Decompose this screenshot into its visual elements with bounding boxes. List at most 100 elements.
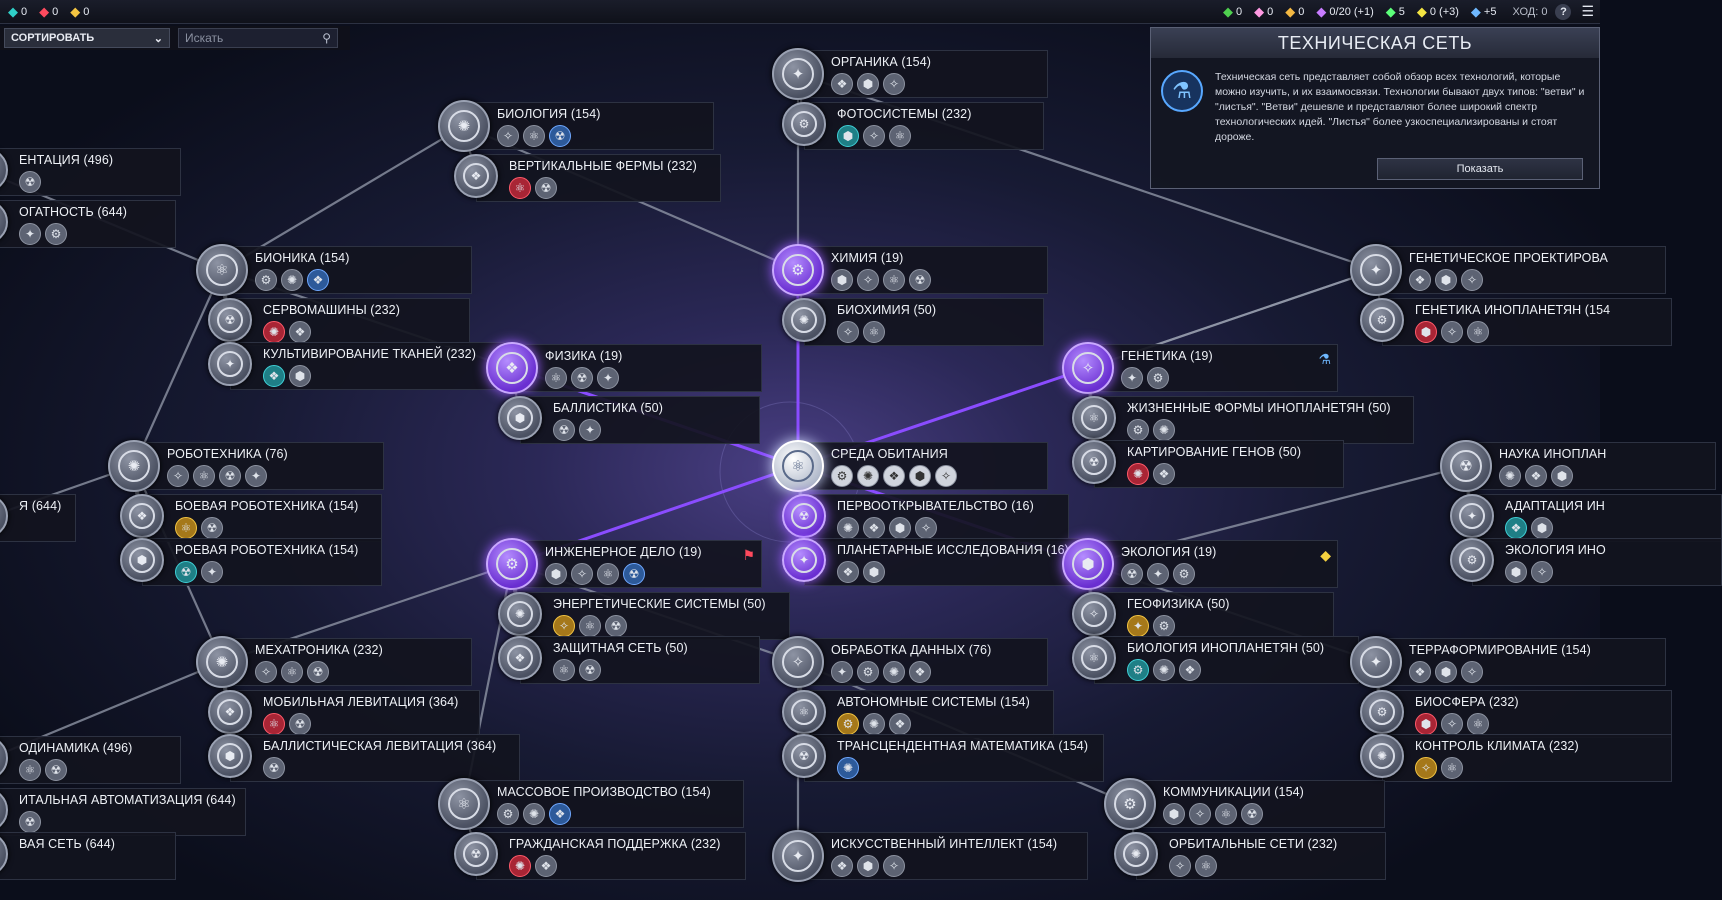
culture-counter[interactable]: ◆0 (39, 4, 58, 20)
tech-unlock-icon[interactable]: ⚛ (1215, 803, 1237, 825)
tech-node-bar[interactable]: МАССОВОЕ ПРОИЗВОДСТВО (154)⚙✺❖ (464, 780, 744, 828)
energy-counter[interactable]: ◆0 (8, 4, 27, 20)
tech-node-emblem-icon[interactable]: ✦ (782, 538, 826, 582)
tech-node-emblem-icon[interactable]: ✺ (438, 100, 490, 152)
tech-unlock-icon[interactable]: ⚙ (1153, 615, 1175, 637)
tech-node-emblem-icon[interactable]: ☢ (208, 298, 252, 342)
tech-unlock-icon[interactable]: ✦ (1147, 563, 1169, 585)
tech-unlock-icon[interactable]: ✧ (497, 125, 519, 147)
tech-node-emblem-icon[interactable]: ❖ (486, 342, 538, 394)
tech-unlock-icon[interactable]: ❖ (831, 73, 853, 95)
tech-unlock-icon[interactable]: ✧ (167, 465, 189, 487)
tech-node-bar[interactable]: ЭКОЛОГИЯ (19)☢✦⚙◆ (1088, 540, 1338, 588)
tech-unlock-icon[interactable]: ☢ (535, 177, 557, 199)
tech-node-emblem-icon[interactable]: ✺ (498, 592, 542, 636)
tech-node-bar[interactable]: БАЛЛИСТИЧЕСКАЯ ЛЕВИТАЦИЯ (364)☢ (230, 734, 520, 782)
tech-unlock-icon[interactable]: ⚙ (837, 713, 859, 735)
tech-unlock-icon[interactable]: ✧ (857, 269, 879, 291)
tech-unlock-icon[interactable]: ☢ (175, 561, 197, 583)
tech-unlock-icon[interactable]: ✺ (281, 269, 303, 291)
tech-node-bar[interactable]: ХИМИЯ (19)⬢✧⚛☢ (798, 246, 1048, 294)
tech-unlock-icon[interactable]: ⬢ (837, 125, 859, 147)
tech-unlock-icon[interactable]: ✧ (915, 517, 937, 539)
tech-unlock-icon[interactable]: ❖ (1505, 517, 1527, 539)
tech-node-bar[interactable]: СРЕДА ОБИТАНИЯ⚙✺❖⬢✧ (798, 442, 1048, 490)
tech-node-emblem-icon[interactable]: ⚙ (782, 102, 826, 146)
tech-node-bar[interactable]: ЗАЩИТНАЯ СЕТЬ (50)⚛☢ (520, 636, 760, 684)
tech-node-emblem-icon[interactable]: ⚙ (1450, 538, 1494, 582)
science-counter[interactable]: ◆+5 (1471, 4, 1497, 20)
tech-node-bar[interactable]: ГЕНЕТИКА (19)✦⚙⚗ (1088, 344, 1338, 392)
tech-node-bar[interactable]: ОРБИТАЛЬНЫЕ СЕТИ (232)✧⚛ (1136, 832, 1386, 880)
tech-unlock-icon[interactable]: ⬢ (909, 465, 931, 487)
tech-unlock-icon[interactable]: ☢ (549, 125, 571, 147)
tech-node-emblem-icon[interactable]: ⚛ (196, 244, 248, 296)
tech-unlock-icon[interactable]: ⬢ (1163, 803, 1185, 825)
tech-node-emblem-icon[interactable]: ❖ (498, 636, 542, 680)
tech-node-emblem-icon[interactable]: ✺ (1360, 734, 1404, 778)
tech-node-bar[interactable]: Я (644) (0, 494, 76, 542)
tech-unlock-icon[interactable]: ☢ (571, 367, 593, 389)
tech-unlock-icon[interactable]: ❖ (883, 465, 905, 487)
tech-node-emblem-icon[interactable]: ✦ (208, 342, 252, 386)
tech-node-emblem-icon[interactable]: ❖ (454, 154, 498, 198)
tech-node-emblem-icon[interactable]: ⚛ (782, 690, 826, 734)
tech-node-emblem-icon[interactable]: ⬢ (208, 734, 252, 778)
tech-unlock-icon[interactable]: ✺ (857, 465, 879, 487)
tech-node-bar[interactable]: РОЕВАЯ РОБОТЕХНИКА (154)☢✦ (142, 538, 382, 586)
tech-unlock-icon[interactable]: ❖ (1179, 659, 1201, 681)
tech-unlock-icon[interactable]: ✺ (883, 661, 905, 683)
tech-unlock-icon[interactable]: ☢ (579, 659, 601, 681)
tech-node-emblem-icon[interactable]: ✧ (1062, 342, 1114, 394)
tech-node-bar[interactable]: КУЛЬТИВИРОВАНИЕ ТКАНЕЙ (232)❖⬢ (230, 342, 505, 390)
tech-node-emblem-icon[interactable]: ✺ (1114, 832, 1158, 876)
tech-node-emblem-icon[interactable]: ☢ (1440, 440, 1492, 492)
tech-unlock-icon[interactable]: ⚛ (1467, 713, 1489, 735)
tech-unlock-icon[interactable]: ⚙ (497, 803, 519, 825)
tech-unlock-icon[interactable]: ❖ (831, 855, 853, 877)
tech-unlock-icon[interactable]: ⬢ (545, 563, 567, 585)
tech-node-bar[interactable]: ОДИНАМИКА (496)⚛☢ (0, 736, 181, 784)
tech-unlock-icon[interactable]: ⬢ (831, 269, 853, 291)
show-button[interactable]: Показать (1377, 158, 1583, 180)
tech-unlock-icon[interactable]: ❖ (535, 855, 557, 877)
tech-unlock-icon[interactable]: ✧ (1169, 855, 1191, 877)
tech-unlock-icon[interactable]: ☢ (307, 661, 329, 683)
tech-unlock-icon[interactable]: ⬢ (1551, 465, 1573, 487)
strategic-resource-counter[interactable]: ◆0 (1223, 4, 1242, 20)
tech-unlock-icon[interactable]: ✺ (837, 517, 859, 539)
tech-unlock-icon[interactable]: ✧ (1461, 269, 1483, 291)
tech-unlock-icon[interactable]: ⚛ (263, 713, 285, 735)
tech-node-emblem-icon[interactable]: ✧ (1072, 592, 1116, 636)
tech-unlock-icon[interactable]: ✧ (1461, 661, 1483, 683)
health-counter[interactable]: ◆5 (1386, 4, 1405, 20)
tech-unlock-icon[interactable]: ⚛ (175, 517, 197, 539)
tech-unlock-icon[interactable]: ✺ (263, 321, 285, 343)
tech-unlock-icon[interactable]: ⚛ (193, 465, 215, 487)
tech-unlock-icon[interactable]: ☢ (1121, 563, 1143, 585)
tech-unlock-icon[interactable]: ☢ (45, 759, 67, 781)
tech-unlock-icon[interactable]: ⬢ (857, 855, 879, 877)
tech-node-bar[interactable]: ПЕРВООТКРЫВАТЕЛЬСТВО (16)✺❖⬢✧ (804, 494, 1069, 542)
tech-node-emblem-icon[interactable]: ⚙ (1360, 690, 1404, 734)
tech-unlock-icon[interactable]: ⬢ (1435, 269, 1457, 291)
tech-node-bar[interactable]: ТРАНСЦЕНДЕНТНАЯ МАТЕМАТИКА (154)✺ (804, 734, 1104, 782)
tech-node-bar[interactable]: РОБОТЕХНИКА (76)✧⚛☢✦ (134, 442, 384, 490)
tech-node-emblem-icon[interactable]: ⚙ (1104, 778, 1156, 830)
tech-node-bar[interactable]: ЖИЗНЕННЫЕ ФОРМЫ ИНОПЛАНЕТЯН (50)⚙✺ (1094, 396, 1414, 444)
tech-unlock-icon[interactable]: ✧ (883, 73, 905, 95)
tech-unlock-icon[interactable]: ⚛ (1467, 321, 1489, 343)
tech-node-emblem-icon[interactable]: ⬢ (498, 396, 542, 440)
tech-unlock-icon[interactable]: ☢ (909, 269, 931, 291)
tech-node-bar[interactable]: ФИЗИКА (19)⚛☢✦ (512, 344, 762, 392)
tech-unlock-icon[interactable]: ❖ (1153, 463, 1175, 485)
tech-unlock-icon[interactable]: ✧ (255, 661, 277, 683)
tech-node-bar[interactable]: БИОХИМИЯ (50)✧⚛ (804, 298, 1044, 346)
tech-node-bar[interactable]: ВАЯ СЕТЬ (644) (0, 832, 176, 880)
tech-unlock-icon[interactable]: ❖ (1409, 661, 1431, 683)
tech-unlock-icon[interactable]: ⚙ (1173, 563, 1195, 585)
tech-node-emblem-icon[interactable]: ✦ (772, 830, 824, 882)
tech-unlock-icon[interactable]: ⬢ (857, 73, 879, 95)
tech-unlock-icon[interactable]: ✧ (1441, 321, 1463, 343)
tech-unlock-icon[interactable]: ❖ (837, 561, 859, 583)
